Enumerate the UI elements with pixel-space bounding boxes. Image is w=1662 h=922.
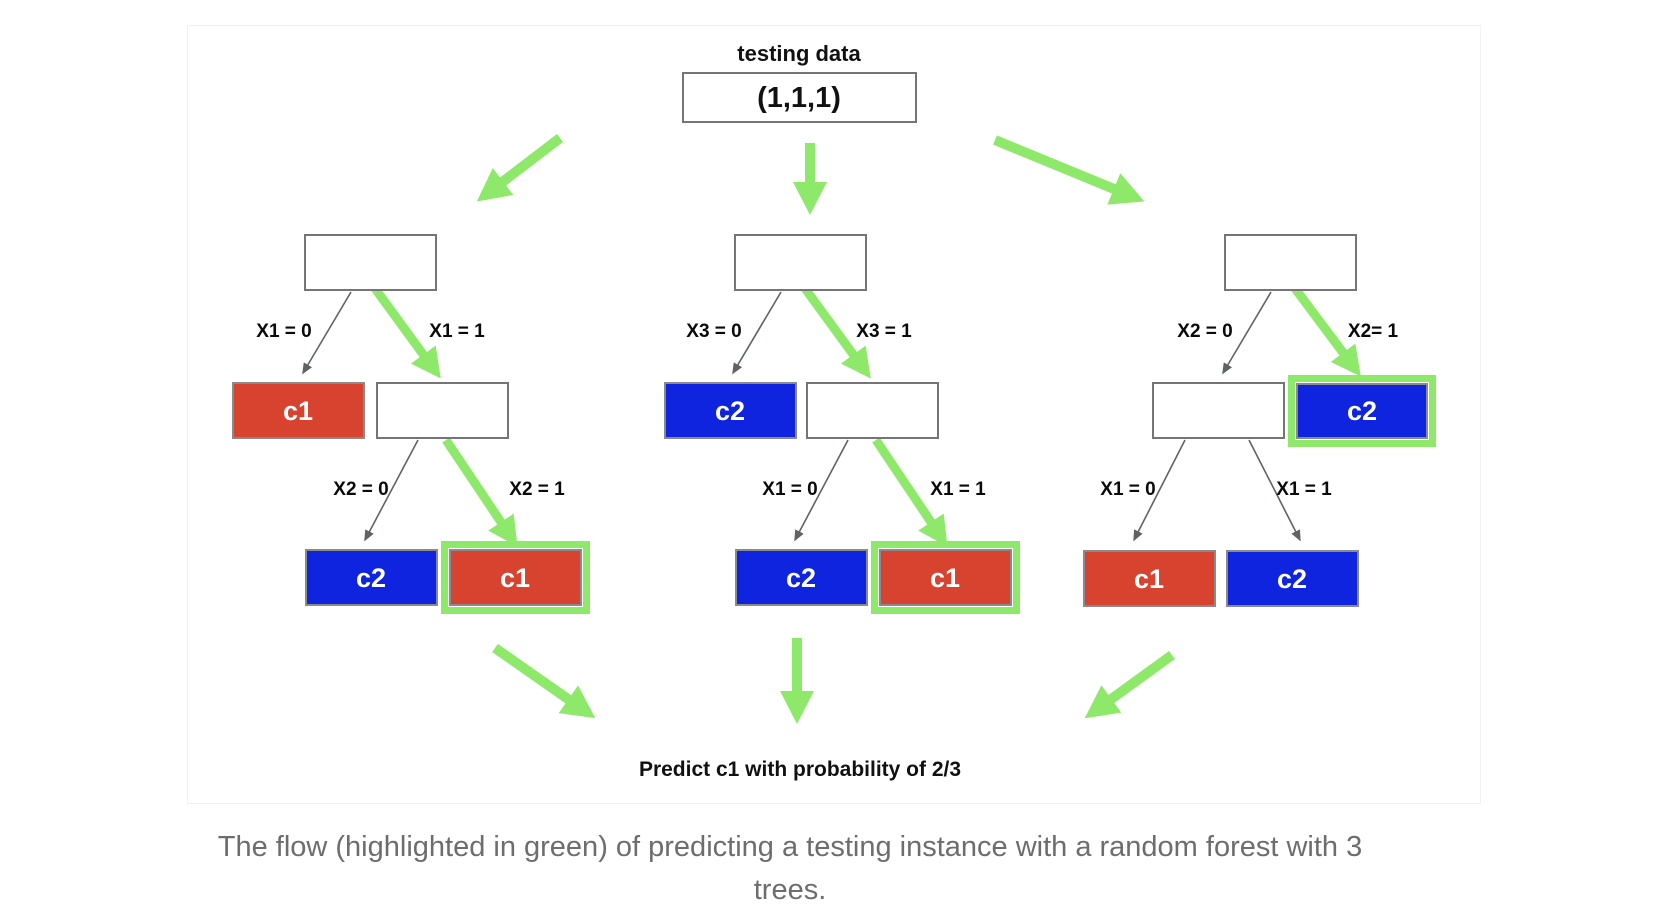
prediction-text: Predict c1 with probability of 2/3 — [639, 758, 961, 781]
tree1-leaf-c1-selected-label: c1 — [500, 563, 530, 593]
tree1-highlight-ring — [441, 541, 590, 614]
tree2-leaf-c1-selected — [879, 549, 1012, 606]
tree2-root-box — [734, 234, 867, 291]
tree1-edge-label-right: X1 = 1 — [429, 321, 485, 342]
tree2-edge-x3-0 — [732, 291, 782, 375]
tree1-leaf-c1-label: c1 — [283, 396, 313, 426]
tree3-edge-x2-0 — [1222, 291, 1272, 375]
tree1-leaf-c1-selected — [449, 549, 582, 606]
tree-2: X3 = 0 X3 = 1 X1 = 0 X1 = 1 c2 c2 c1 — [664, 234, 1020, 614]
tree3-highlight-ring — [1288, 375, 1436, 447]
tree3-edge-label-right2: X1 = 1 — [1276, 479, 1332, 500]
tree2-leaf-c2-label: c2 — [715, 396, 745, 426]
tree3-leaf-c1-label: c1 — [1134, 564, 1164, 594]
tree2-edge-label-left2: X1 = 0 — [762, 479, 817, 500]
tree1-edge-label-left2: X2 = 0 — [333, 479, 388, 500]
tree2-leaf-c2 — [664, 382, 797, 439]
tree1-edge-x2-1-highlighted — [442, 437, 518, 547]
tree1-edge-x1-1-highlighted — [370, 284, 441, 379]
caption-line-2: trees. — [754, 874, 827, 906]
tree1-leaf-c1 — [232, 382, 365, 439]
tree-1: X1 = 0 X1 = 1 X2 = 0 X2 = 1 c1 c2 c1 — [232, 234, 590, 614]
tree3-internal-box — [1152, 382, 1285, 439]
tree3-edge-x2-1-highlighted — [1290, 284, 1361, 377]
testing-data-box — [682, 72, 917, 123]
tree2-leaf-c2-bottom — [735, 549, 868, 606]
tree2-edge-x1-0 — [794, 439, 849, 542]
tree3-edge-label-right: X2= 1 — [1348, 321, 1399, 342]
tree3-root-box — [1224, 234, 1357, 291]
tree3-leaf-c2-selected — [1296, 383, 1428, 439]
flow-arrow-from-tree3 — [1084, 650, 1175, 719]
tree1-edge-label-left: X1 = 0 — [256, 321, 311, 342]
tree1-leaf-c2-label: c2 — [356, 563, 386, 593]
tree3-edge-x1-1 — [1248, 439, 1301, 542]
tree-3: X2 = 0 X2= 1 X1 = 0 X1 = 1 c2 c1 c2 — [1083, 234, 1436, 607]
tree3-leaf-c2-selected-label: c2 — [1347, 396, 1377, 426]
flow-arrow-to-tree1 — [476, 134, 564, 202]
testing-data-label: testing data — [737, 41, 861, 66]
tree1-edge-x1-0 — [302, 291, 352, 375]
tree3-leaf-c2-bottom-label: c2 — [1277, 564, 1307, 594]
tree2-edge-label-right2: X1 = 1 — [930, 479, 986, 500]
tree2-internal-box — [806, 382, 939, 439]
tree2-leaf-c1-selected-label: c1 — [930, 563, 960, 593]
tree2-edge-x1-1-highlighted — [872, 437, 948, 547]
tree3-edge-label-left: X2 = 0 — [1177, 321, 1232, 342]
testing-data-value: (1,1,1) — [757, 82, 841, 114]
tree1-root-box — [304, 234, 437, 291]
tree1-edge-label-right2: X2 = 1 — [509, 479, 565, 500]
tree3-leaf-c2-bottom — [1226, 550, 1359, 607]
tree1-internal-box — [376, 382, 509, 439]
flow-arrow-to-tree3 — [993, 135, 1145, 205]
tree3-leaf-c1 — [1083, 550, 1216, 607]
tree1-edge-x2-0 — [364, 439, 419, 542]
tree2-highlight-ring — [871, 541, 1020, 614]
tree3-edge-label-left2: X1 = 0 — [1100, 479, 1155, 500]
tree2-leaf-c2-bottom-label: c2 — [786, 563, 816, 593]
tree2-edge-x3-1-highlighted — [800, 284, 871, 379]
caption-line-1: The flow (highlighted in green) of predi… — [218, 831, 1363, 863]
tree1-leaf-c2 — [305, 549, 438, 606]
tree3-edge-x1-0 — [1133, 439, 1186, 542]
tree2-edge-label-right: X3 = 1 — [856, 321, 912, 342]
tree2-edge-label-left: X3 = 0 — [686, 321, 741, 342]
flow-arrow-from-tree1 — [492, 643, 596, 719]
